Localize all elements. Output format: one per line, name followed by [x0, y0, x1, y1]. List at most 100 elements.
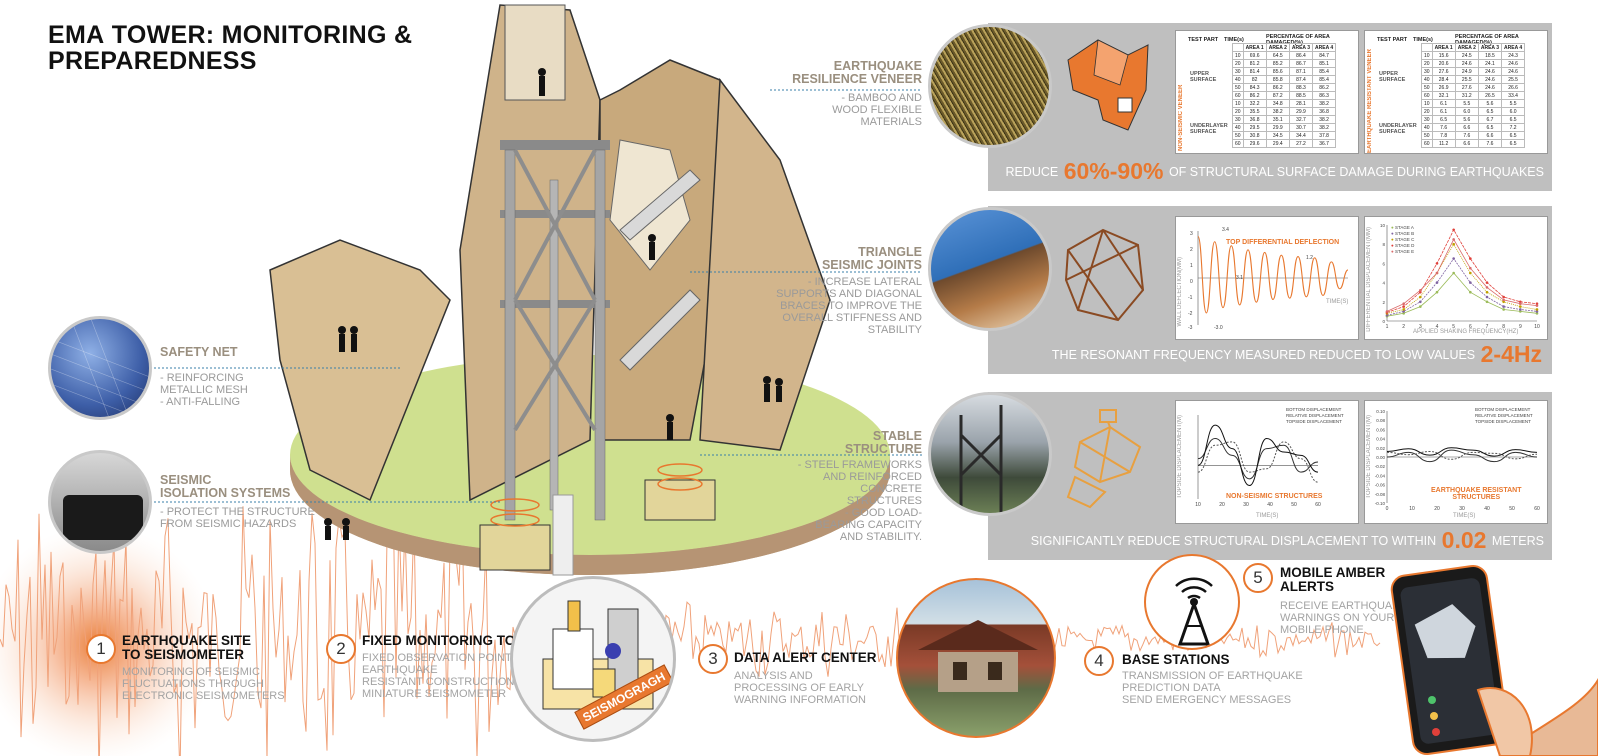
table-cell: 6.5	[1477, 123, 1503, 132]
data-point	[1435, 271, 1439, 275]
y-tick-label: 0.08	[1376, 418, 1385, 423]
x-tick-label: 30	[1243, 502, 1249, 508]
x-tick-label: 2	[1402, 324, 1405, 330]
legend-stage-a: ● STAGE A	[1391, 225, 1414, 230]
table-cell: 7.6	[1477, 139, 1503, 148]
y-tick-label: 0.06	[1376, 427, 1385, 432]
table-cell: 36.7	[1312, 139, 1337, 148]
table-cell: 11.2	[1431, 139, 1456, 148]
chart-deflection-ytick: 1	[1190, 263, 1193, 269]
page-title: EMA TOWER: MONITORING & PREPAREDNESS	[48, 21, 413, 75]
data-point	[1435, 281, 1439, 284]
chart-frequency-xlabel: APPLIED SHAKING FREQUENCY(Hz)	[1413, 329, 1519, 335]
data-point	[1452, 257, 1455, 260]
chart-frequency-card: DIFFERENTIAL DISPLACEMENT(mm) APPLIED SH…	[1364, 216, 1548, 340]
seismic-isolation-title: SEISMIC ISOLATION SYSTEMS	[160, 473, 291, 500]
y-tick-label: 0.02	[1376, 446, 1385, 451]
table-cell: 7.6	[1431, 123, 1456, 132]
data-point	[1452, 271, 1455, 275]
table-cell: 24.6	[1477, 83, 1503, 92]
tower-illustration	[269, 4, 890, 576]
table-cell: 5.6	[1477, 99, 1503, 108]
table-cell: 86.7	[1288, 59, 1314, 68]
x-tick-label: 3	[1419, 324, 1422, 330]
x-tick-label: 50	[1291, 502, 1297, 508]
table-cell: 40	[1421, 75, 1433, 84]
data-point	[1535, 302, 1539, 306]
table-left-head-test: TEST PART	[1188, 37, 1219, 43]
table-header-cell: AREA 2	[1454, 43, 1479, 52]
table-cell: 29.6	[1242, 139, 1267, 148]
table-cell: 6.5	[1501, 115, 1526, 124]
series-line-1	[1386, 449, 1538, 463]
table-header-cell: AREA 4	[1312, 43, 1337, 52]
table-cell: 24.9	[1454, 67, 1479, 76]
legend-stage-d: ● STAGE D	[1391, 243, 1415, 248]
legend-stage-e: ● STAGE E	[1391, 249, 1415, 254]
data-point	[1535, 310, 1539, 313]
y-tick-label: -0.10	[1375, 501, 1386, 506]
series-line-5	[1386, 238, 1538, 312]
table-cell: 34.8	[1265, 99, 1290, 108]
veneer-photo	[928, 24, 1052, 148]
table-cell: 6.6	[1477, 131, 1503, 140]
data-point	[1452, 238, 1455, 241]
table-cell: 86.2	[1312, 83, 1337, 92]
table-cell: 5.5	[1501, 99, 1526, 108]
table-cell: 6.5	[1431, 115, 1456, 124]
table-cell: 5.6	[1454, 115, 1479, 124]
seismic-wave-line	[0, 492, 1381, 756]
table-header-cell: AREA 1	[1242, 43, 1267, 52]
series-line-3	[1197, 424, 1319, 487]
table-cell: 86.3	[1312, 91, 1337, 100]
data-point	[1402, 305, 1405, 308]
table-cell: 60	[1421, 91, 1433, 100]
table-cell: 30	[1232, 67, 1244, 76]
table-cell: 84.7	[1312, 51, 1337, 60]
step-1-number: 1	[86, 634, 116, 664]
table-cell: 20	[1232, 59, 1244, 68]
table-cell: 20	[1232, 107, 1244, 116]
chart-deflection-card: TOP DIFFERENTIAL DEFLECTION WALL DEFLECT…	[1175, 216, 1359, 340]
table-cell: 6.0	[1501, 107, 1526, 116]
table-cell: 36.8	[1312, 107, 1337, 116]
data-point	[1419, 295, 1422, 299]
x-tick-label: 8	[1502, 324, 1505, 330]
table-cell: 26.5	[1477, 91, 1503, 100]
table-cell: 69.6	[1242, 51, 1267, 60]
table-cell: 6.5	[1501, 131, 1526, 140]
table-cell: 30	[1232, 115, 1244, 124]
table-cell: 7.6	[1454, 131, 1479, 140]
x-tick-label: 40	[1484, 506, 1490, 512]
table-cell: 26.9	[1431, 83, 1456, 92]
x-tick-label: 4	[1436, 324, 1439, 330]
table-cell: 82	[1242, 75, 1267, 84]
x-tick-label: 9	[1519, 324, 1522, 330]
table-cell: 6.0	[1454, 107, 1479, 116]
y-tick-label: 0.04	[1376, 437, 1385, 442]
table-cell: 29.5	[1242, 123, 1267, 132]
table-cell: 29.4	[1265, 139, 1290, 148]
table-cell: 38.2	[1312, 115, 1337, 124]
safety-net-title: SAFETY NET	[160, 345, 238, 359]
chart-deflection-title: TOP DIFFERENTIAL DEFLECTION	[1226, 239, 1340, 246]
chart-deflection-ytick: -3	[1188, 325, 1193, 331]
data-point	[1469, 266, 1472, 270]
